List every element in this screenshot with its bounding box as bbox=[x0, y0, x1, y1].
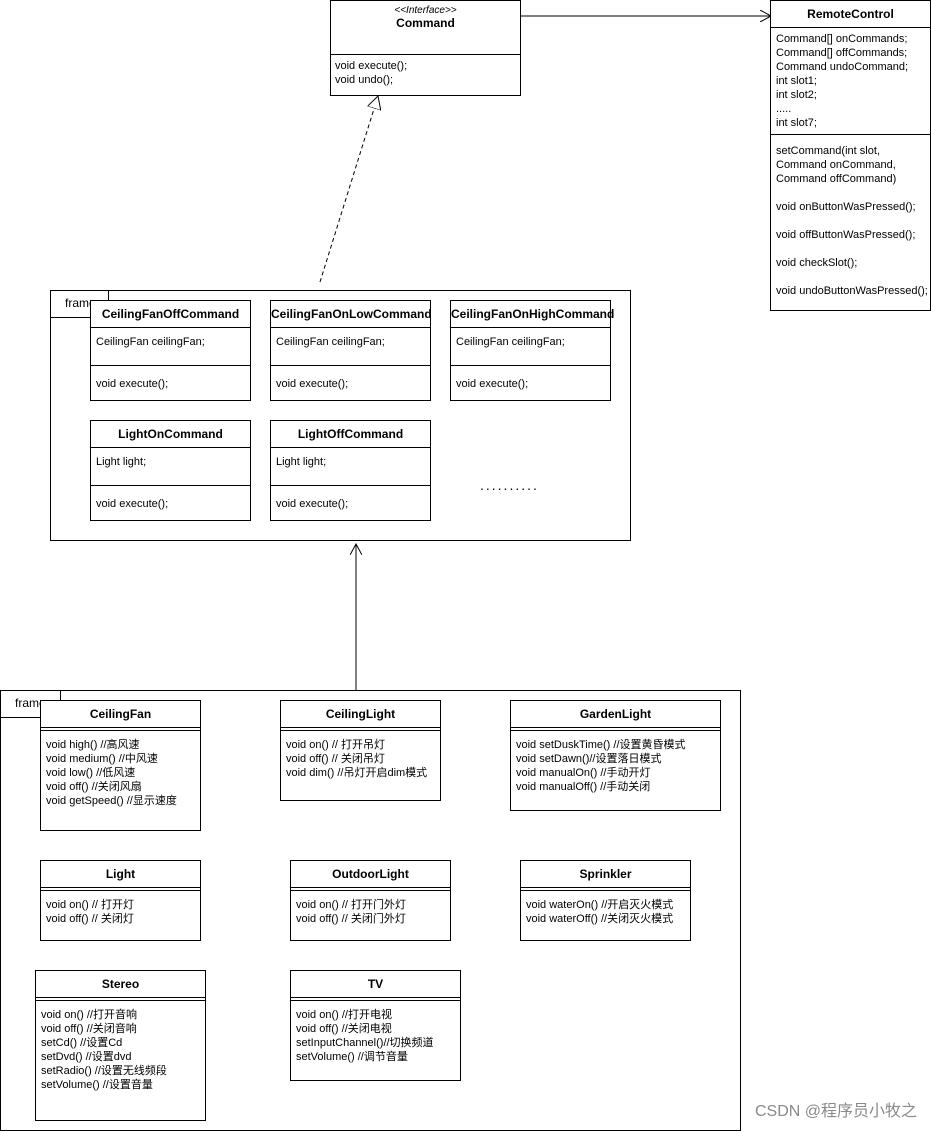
command-frame: frame bbox=[50, 290, 631, 541]
receiver-class-box: OutdoorLight void on() // 打开门外灯 void off… bbox=[290, 860, 451, 941]
more-commands-ellipsis: .......... bbox=[480, 477, 539, 493]
receiver-class-methods: void on() //打开音响 void off() //关闭音响 setCd… bbox=[41, 1009, 167, 1091]
receiver-class-box: CeilingFan void high() //高风速 void medium… bbox=[40, 700, 201, 831]
receiver-class-methods: void on() //打开电视 void off() //关闭电视 setIn… bbox=[296, 1009, 434, 1063]
receiver-class-name: Light bbox=[105, 867, 136, 881]
command-class-name: CeilingFanOffCommand bbox=[101, 307, 240, 321]
receiver-class-box: Light void on() // 打开灯 void off() // 关闭灯 bbox=[40, 860, 201, 941]
command-class-name: LightOffCommand bbox=[297, 427, 404, 441]
receiver-class-name: CeilingLight bbox=[325, 707, 396, 721]
command-class-method: void execute(); bbox=[96, 378, 169, 390]
receiver-class-name: GardenLight bbox=[579, 707, 652, 721]
receiver-class-methods: void waterOn() //开启灭火模式 void waterOff() … bbox=[526, 899, 674, 925]
watermark: CSDN @程序员小牧之 bbox=[754, 1103, 917, 1120]
remote-control-name: RemoteControl bbox=[807, 7, 894, 21]
receiver-class-methods: void high() //高风速 void medium() //中风速 vo… bbox=[46, 739, 177, 807]
receiver-class-methods: void on() // 打开门外灯 void off() // 关闭门外灯 bbox=[296, 899, 407, 925]
receiver-class-methods: void on() // 打开吊灯 void off() // 关闭吊灯 voi… bbox=[286, 739, 428, 779]
command-interface-box: <<Interface>> Command void execute(); vo… bbox=[330, 0, 521, 96]
receiver-class-methods: void on() // 打开灯 void off() // 关闭灯 bbox=[46, 899, 135, 925]
receiver-class-methods: void setDuskTime() //设置黄昏模式 void setDawn… bbox=[516, 739, 686, 793]
remote-control-fields: Command[] onCommands; Command[] offComma… bbox=[776, 33, 909, 129]
receiver-class-name: TV bbox=[367, 977, 384, 991]
receiver-class-box: Sprinkler void waterOn() //开启灭火模式 void w… bbox=[520, 860, 691, 941]
command-class-box: CeilingFanOnHighCommand CeilingFan ceili… bbox=[450, 300, 615, 401]
receiver-class-box: CeilingLight void on() // 打开吊灯 void off(… bbox=[280, 700, 441, 801]
receiver-class-box: Stereo void on() //打开音响 void off() //关闭音… bbox=[35, 970, 206, 1121]
command-class-box: LightOffCommand Light light; void execut… bbox=[270, 420, 431, 521]
command-class-box: CeilingFanOffCommand CeilingFan ceilingF… bbox=[90, 300, 251, 401]
command-class-name: CeilingFanOnLowCommand bbox=[271, 307, 432, 321]
receiver-class-box: TV void on() //打开电视 void off() //关闭电视 se… bbox=[290, 970, 461, 1081]
command-class-field: CeilingFan ceilingFan; bbox=[96, 336, 205, 348]
command-class-field: CeilingFan ceilingFan; bbox=[456, 336, 565, 348]
receiver-class-name: Stereo bbox=[101, 977, 140, 991]
command-interface-methods: void execute(); void undo(); bbox=[335, 60, 408, 86]
stereotype-label: <<Interface>> bbox=[394, 5, 457, 16]
remote-control-methods: setCommand(int slot, Command onCommand, … bbox=[776, 145, 928, 297]
receiver-class-name: Sprinkler bbox=[579, 867, 632, 881]
command-interface-name: Command bbox=[396, 16, 455, 30]
command-class-method: void execute(); bbox=[96, 498, 169, 510]
realization-arrow bbox=[319, 96, 378, 283]
command-class-method: void execute(); bbox=[276, 498, 349, 510]
command-class-method: void execute(); bbox=[276, 378, 349, 390]
command-class-name: LightOnCommand bbox=[118, 427, 223, 441]
command-class-method: void execute(); bbox=[456, 378, 529, 390]
command-class-field: Light light; bbox=[96, 456, 147, 468]
receiver-class-name: OutdoorLight bbox=[332, 867, 409, 881]
receiver-class-box: GardenLight void setDuskTime() //设置黄昏模式 … bbox=[510, 700, 721, 811]
command-class-field: CeilingFan ceilingFan; bbox=[276, 336, 385, 348]
receiver-class-name: CeilingFan bbox=[89, 707, 152, 721]
command-class-box: LightOnCommand Light light; void execute… bbox=[90, 420, 251, 521]
remote-control-box: RemoteControl Command[] onCommands; Comm… bbox=[770, 0, 931, 311]
command-class-name: CeilingFanOnHighCommand bbox=[451, 307, 615, 321]
command-class-box: CeilingFanOnLowCommand CeilingFan ceilin… bbox=[270, 300, 432, 401]
command-class-field: Light light; bbox=[276, 456, 327, 468]
